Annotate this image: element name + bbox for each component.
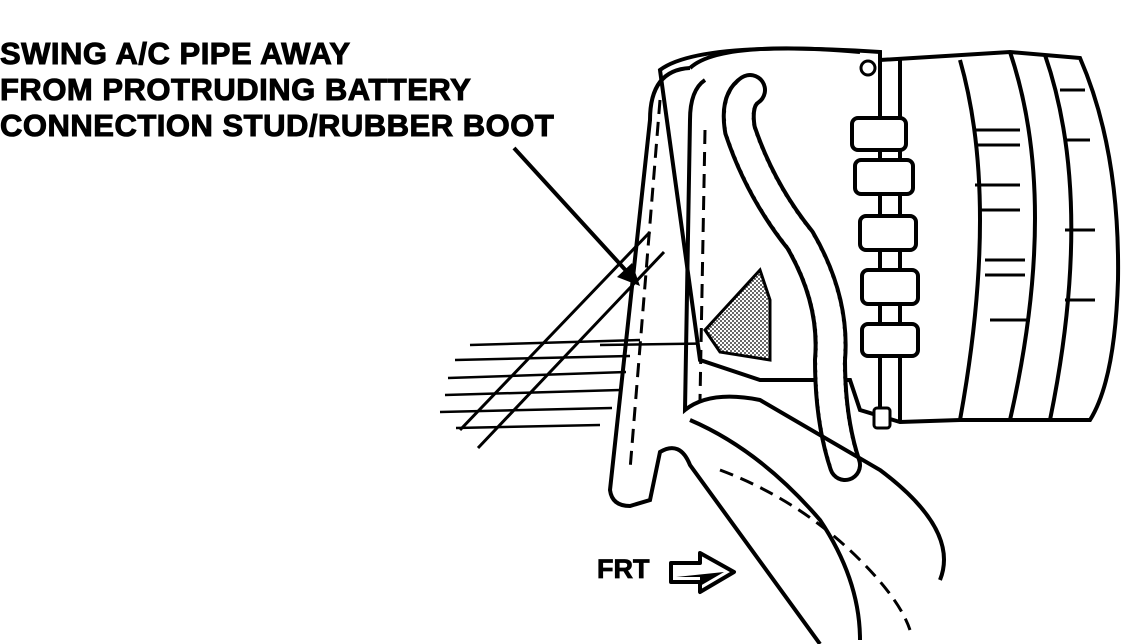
callout-pointer [512, 146, 632, 277]
front-label: FRT [597, 554, 650, 584]
bolt-icons [859, 59, 892, 430]
callout-line-3: CONNECTION STUD/RUBBER BOOT [0, 108, 555, 143]
callout-line-2: FROM PROTRUDING BATTERY [0, 72, 472, 107]
alternator-vents [850, 116, 920, 358]
right-arrow-icon [669, 551, 736, 594]
alternator-fins [975, 88, 1095, 322]
ac-pipe [607, 66, 822, 644]
callout-line-1: SWING A/C PIPE AWAY [0, 36, 351, 71]
rubber-boot [703, 267, 772, 362]
